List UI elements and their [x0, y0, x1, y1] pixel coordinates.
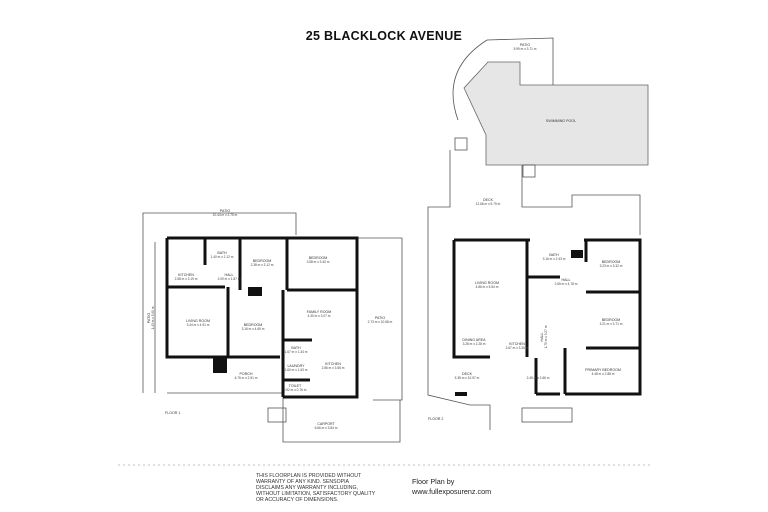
room-label: BEDROOM: [244, 323, 263, 327]
room-label: KITCHEN: [325, 362, 341, 366]
svg-text:THIS FLOORPLAN IS PROVIDED WIT: THIS FLOORPLAN IS PROVIDED WITHOUT: [256, 473, 362, 479]
room-dimensions: 2.09 m x 1.87 m: [218, 277, 241, 281]
plan-title: 25 BLACKLOCK AVENUE: [306, 29, 462, 43]
room-label: DECK: [462, 372, 473, 376]
room-dimensions: 0.92 m x 0.76 m: [284, 388, 307, 392]
svg-text:OR ACCURACY OF DIMENSIONS.: OR ACCURACY OF DIMENSIONS.: [256, 497, 338, 503]
floor-1-plan: [142, 212, 403, 443]
credit: Floor Plan by www.fullexposurenz.com: [411, 477, 491, 496]
room-label: LIVING ROOM: [475, 281, 499, 285]
room-dimensions: 3.44 m x 4.91 m: [187, 323, 210, 327]
svg-text:DISCLAIMS ANY WARRANTY INCLUDI: DISCLAIMS ANY WARRANTY INCLUDING,: [256, 485, 358, 491]
room-dimensions: 5.99 m x 3.71 m: [514, 47, 537, 51]
room-dimensions: 1.40 m x 2.12 m: [211, 255, 234, 259]
room-label: CARPORT: [317, 422, 335, 426]
room-dimensions: 1.60 m x 1.63 m: [285, 368, 308, 372]
room-dimensions: 12.66 m x 5.79 m: [476, 202, 501, 206]
room-dimensions: 4.30 m x 3.07 m: [308, 314, 331, 318]
room-dimensions: 2.58 m x 3.19 m: [175, 277, 198, 281]
room-dimensions: 2.73 m x 10.68 m: [368, 320, 393, 324]
room-label: LIVING ROOM: [186, 319, 210, 323]
floor-2-label: FLOOR 2: [428, 417, 443, 421]
room-dimensions: 3.16 m x 4.69 m: [242, 327, 265, 331]
room-label: PATIO: [147, 313, 151, 323]
room-label: LAUNDRY: [287, 364, 305, 368]
room-label: BATH: [217, 251, 227, 255]
room-label: KITCHEN: [509, 342, 525, 346]
room-label: PATIO: [520, 43, 530, 47]
svg-text:www.fullexposurenz.com: www.fullexposurenz.com: [411, 487, 491, 496]
room-label: BATH: [549, 253, 559, 257]
room-dimensions: 2.65 m x 4.78 m: [555, 282, 578, 286]
room-dimensions: 10.44 m x 2.75 m: [213, 213, 238, 217]
floor-1-label: FLOOR 1: [165, 411, 180, 415]
room-label: BEDROOM: [602, 318, 621, 322]
swimming-pool: [463, 61, 649, 166]
room-dimensions: 3.28 m x 2.28 m: [463, 342, 486, 346]
room-dimensions: 4.86 m x 5.54 m: [476, 285, 499, 289]
room-dimensions: 2.67 m x 3.26 m: [506, 346, 529, 350]
room-dimensions: 3.23 m x 3.32 m: [600, 264, 623, 268]
room-label: DINING AREA: [462, 338, 486, 342]
room-dimensions: 3.21 m x 3.71 m: [600, 322, 623, 326]
room-label: BEDROOM: [602, 260, 621, 264]
room-label: BEDROOM: [253, 259, 272, 263]
room-dimensions: 2.38 m x 3.12 m: [251, 263, 274, 267]
room-label: PRIMARY BEDROOM: [585, 368, 621, 372]
room-dimensions: 6.66 m x 3.84 m: [315, 426, 338, 430]
room-label: BEDROOM: [309, 256, 328, 260]
svg-text:WARRANTY OF ANY KIND. SENSOPIA: WARRANTY OF ANY KIND. SENSOPIA: [256, 479, 350, 485]
room-label: FAMILY ROOM: [307, 310, 332, 314]
svg-text:WITHOUT LIMITATION, SATISFACTO: WITHOUT LIMITATION, SATISFACTORY QUALITY: [256, 491, 376, 497]
room-dimensions: 5.38 m x 10.57 m: [455, 376, 480, 380]
room-label: DECK: [483, 198, 494, 202]
room-label: PORCH: [240, 372, 253, 376]
room-dimensions: 2.45 m x 2.66 m: [527, 376, 550, 380]
room-label: PATIO: [220, 209, 230, 213]
room-dimensions: 1.43 m x 5.90 m: [151, 306, 155, 329]
room-label: TOILET: [289, 384, 302, 388]
svg-text:Floor Plan by: Floor Plan by: [412, 477, 455, 486]
room-dimensions: 3.58 m x 3.40 m: [307, 260, 330, 264]
room-dimensions: 3.16 m x 2.43 m: [543, 257, 566, 261]
floor-2-plan: [427, 37, 649, 430]
room-label: HALL: [540, 333, 544, 342]
room-label: BATH: [291, 346, 301, 350]
room-label: KITCHEN: [178, 273, 194, 277]
disclaimer: THIS FLOORPLAN IS PROVIDED WITHOUT WARRA…: [256, 473, 376, 503]
room-dimensions: 1.75 m x 3.27 m: [544, 325, 548, 348]
room-dimensions: 6.76 m x 2.51 m: [235, 376, 258, 380]
room-label: SWIMMING POOL: [546, 119, 576, 123]
room-label: HALL: [225, 273, 234, 277]
room-dimensions: 1.67 m x 1.34 m: [285, 350, 308, 354]
room-dimensions: 2.86 m x 3.56 m: [322, 366, 345, 370]
room-label: HALL: [562, 278, 571, 282]
room-dimensions: 4.48 m x 2.88 m: [592, 372, 615, 376]
room-label: PATIO: [375, 316, 385, 320]
